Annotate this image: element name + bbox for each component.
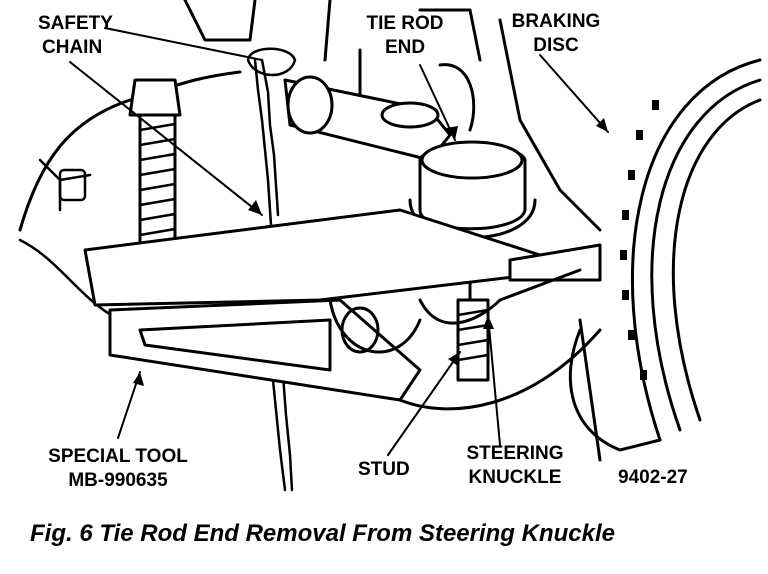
forcing-bolt	[128, 78, 182, 257]
label-steering-knuckle-line1: STEERING	[466, 443, 564, 464]
label-braking-disc-line2: DISC	[533, 35, 579, 56]
braking-disc	[620, 58, 762, 442]
label-steering-knuckle-line2: KNUCKLE	[468, 467, 562, 488]
label-stud: STUD	[358, 459, 410, 480]
leader-safety-chain	[69, 61, 263, 216]
tie-rod-end	[408, 140, 537, 302]
figure-number: 9402-27	[618, 467, 688, 488]
arrowheads	[133, 118, 608, 386]
label-special-tool-line1: SPECIAL TOOL	[48, 446, 188, 467]
label-braking-disc-line1: BRAKING	[511, 11, 601, 32]
label-tie-rod-line2: END	[384, 37, 426, 58]
figure-caption: Fig. 6 Tie Rod End Removal From Steering…	[30, 520, 615, 547]
label-safety-chain-line1: SAFETY	[38, 13, 113, 34]
leader-steering-knuckle	[487, 314, 501, 446]
background-frame	[18, 0, 602, 322]
leader-stud	[387, 351, 461, 456]
leader-safety-chain-2	[104, 27, 263, 61]
steering-knuckle	[328, 268, 662, 462]
label-tie-rod-line1: TIE ROD	[366, 13, 444, 34]
tie-rod	[283, 48, 476, 162]
leader-braking-disc	[539, 54, 609, 133]
label-safety-chain-line2: CHAIN	[42, 37, 103, 58]
label-special-tool-line2: MB-990635	[68, 470, 168, 491]
